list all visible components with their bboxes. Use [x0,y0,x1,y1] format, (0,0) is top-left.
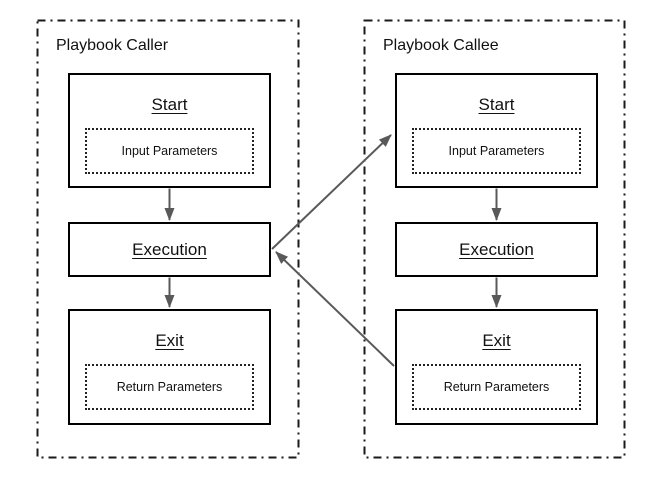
callee-start-node: Start Input Parameters [395,73,598,188]
callee-input-parameters-label: Input Parameters [448,144,545,158]
callee-exit-node: Exit Return Parameters [395,309,598,425]
caller-start-title: Start [151,95,188,114]
callee-exit-title: Exit [482,331,511,350]
callee-execution-title: Execution [459,239,534,259]
caller-execution-node: Execution [68,222,271,277]
caller-exit-title: Exit [155,331,184,350]
callee-execution-node: Execution [395,222,598,277]
caller-return-parameters-box: Return Parameters [85,364,254,410]
callee-return-parameters-box: Return Parameters [412,364,581,410]
caller-input-parameters-label: Input Parameters [121,144,218,158]
caller-execution-title: Execution [132,239,207,259]
callee-input-parameters-box: Input Parameters [412,128,581,174]
callee-container-title: Playbook Callee [383,37,499,54]
caller-return-parameters-label: Return Parameters [116,380,223,394]
callee-container-border [363,19,626,459]
caller-exit-node: Exit Return Parameters [68,309,271,425]
arrow-caller-execution-to-callee-start [271,134,392,250]
callee-start-title: Start [478,95,515,114]
arrow-callee-exit-to-caller-execution [275,251,395,367]
caller-start-node: Start Input Parameters [68,73,271,188]
callee-return-parameters-label: Return Parameters [443,380,550,394]
caller-container-title: Playbook Caller [56,37,169,54]
caller-input-parameters-box: Input Parameters [85,128,254,174]
